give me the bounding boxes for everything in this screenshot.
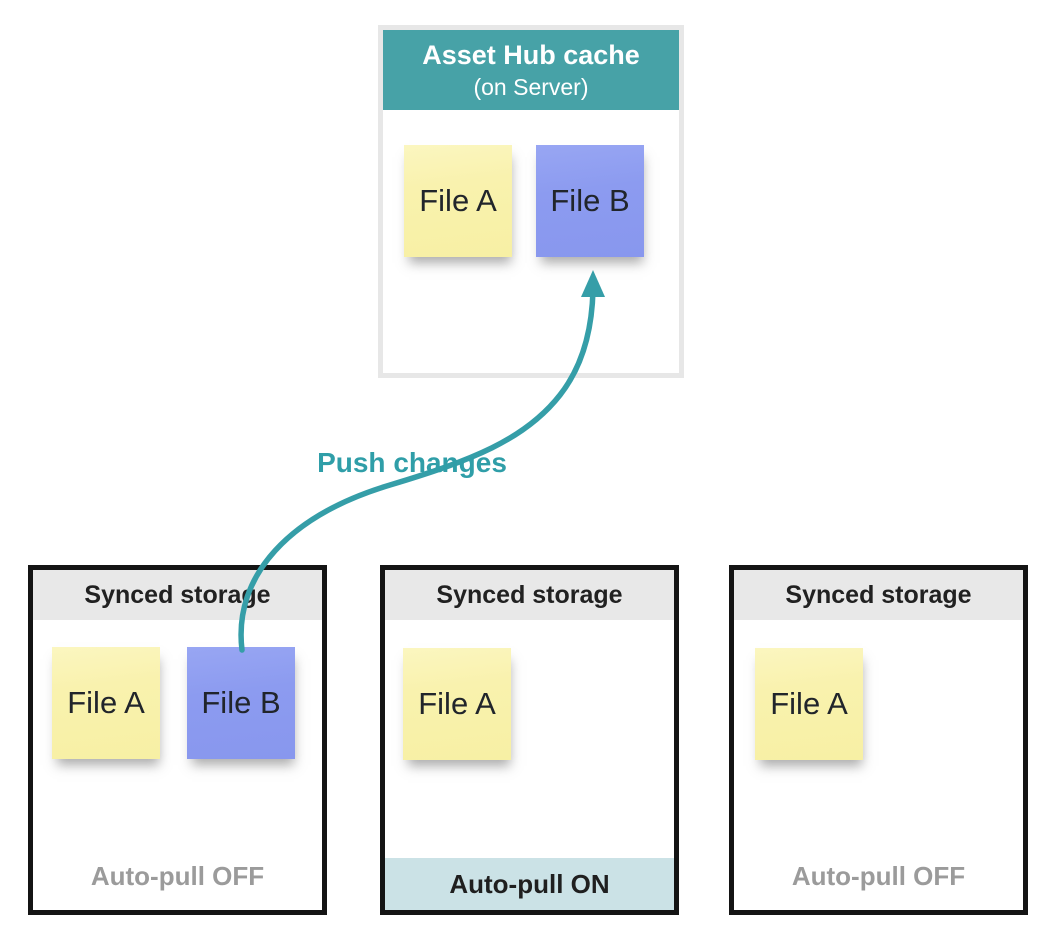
asset-hub-cache-header: Asset Hub cache (on Server)	[383, 30, 679, 110]
synced-storage-2-title: Synced storage	[385, 570, 674, 620]
synced-storage-1-title: Synced storage	[33, 570, 322, 620]
storage-3-file-a-label: File A	[770, 686, 848, 721]
storage-1-autopull-status: Auto-pull OFF	[90, 861, 265, 891]
asset-hub-cache-title: Asset Hub cache	[422, 40, 640, 70]
synced-storage-3-title: Synced storage	[734, 570, 1023, 620]
server-file-a-note: File A	[404, 145, 512, 257]
storage-3-file-a-note: File A	[755, 648, 863, 760]
server-file-a-label: File A	[419, 183, 497, 218]
server-file-b-label: File B	[550, 183, 630, 218]
asset-hub-cache-subtitle: (on Server)	[473, 74, 589, 100]
storage-1-file-a-label: File A	[67, 685, 145, 720]
storage-2-autopull-status: Auto-pull ON	[385, 858, 674, 910]
synced-storage-box-1: Synced storage File A File B Auto-pull O…	[28, 565, 327, 915]
push-changes-label: Push changes	[317, 447, 507, 478]
storage-1-file-a-note: File A	[52, 647, 160, 759]
synced-storage-box-2: Synced storage File A Auto-pull ON	[380, 565, 679, 915]
asset-hub-cache-box: Asset Hub cache (on Server) File A File …	[378, 25, 684, 378]
storage-2-file-a-note: File A	[403, 648, 511, 760]
synced-storage-box-3: Synced storage File A Auto-pull OFF	[729, 565, 1028, 915]
storage-2-file-a-label: File A	[418, 686, 496, 721]
storage-1-file-b-label: File B	[201, 685, 281, 720]
storage-3-autopull-status: Auto-pull OFF	[791, 861, 966, 891]
storage-1-file-b-note: File B	[187, 647, 295, 759]
server-file-b-note: File B	[536, 145, 644, 257]
